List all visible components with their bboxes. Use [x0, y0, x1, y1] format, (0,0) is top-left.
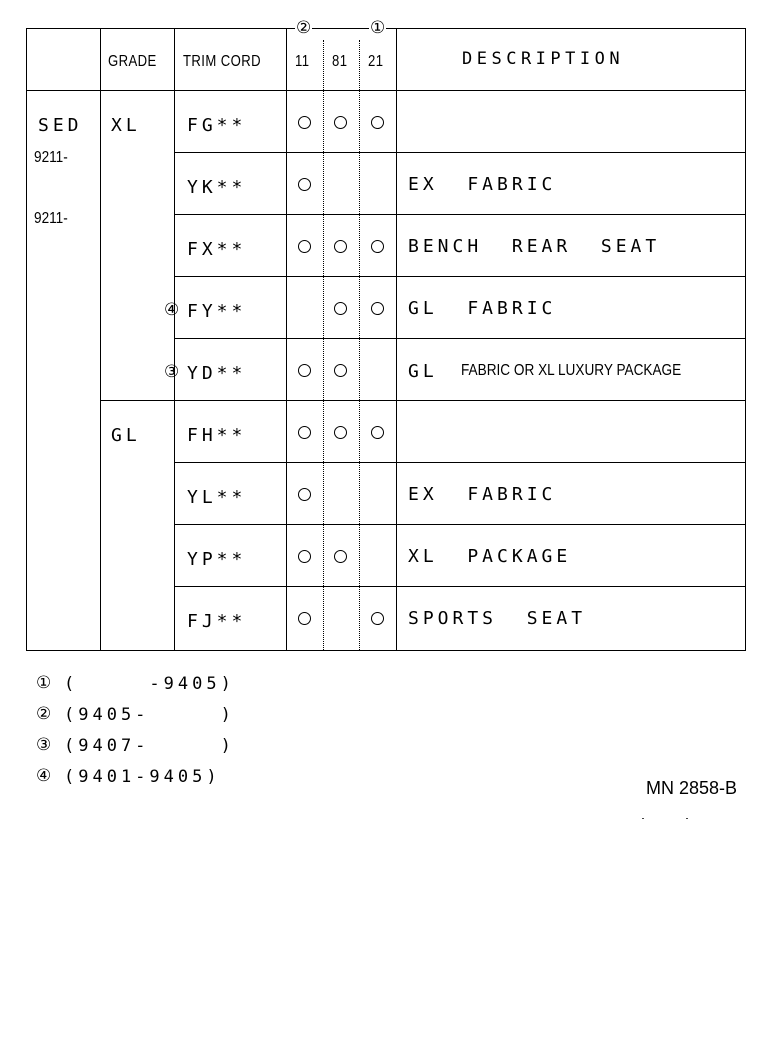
availability-mark — [298, 426, 311, 439]
trim-code: YP** — [187, 549, 247, 570]
row-description: EX FABRIC — [408, 174, 557, 195]
header-code-11: 11 — [295, 53, 310, 70]
trim-code: FH** — [187, 425, 247, 446]
header-note-11: ② — [295, 18, 313, 38]
footnote-text: (9407- ) — [64, 736, 235, 756]
code-column-dotted-divider — [359, 40, 360, 650]
row-divider — [175, 524, 746, 525]
table-left-border — [26, 28, 27, 650]
reference-code: MN 2858-B — [646, 778, 738, 798]
scan-speck — [642, 818, 644, 819]
row-note-marker: ④ — [164, 300, 180, 320]
availability-mark — [371, 240, 384, 253]
trim-code: FY** — [187, 301, 247, 322]
description-column-border — [396, 28, 397, 650]
body-type-label: SED — [38, 115, 83, 136]
availability-mark — [334, 116, 347, 129]
row-description: BENCH REAR SEAT — [408, 236, 661, 257]
availability-mark — [298, 550, 311, 563]
code-column-border — [286, 28, 287, 650]
availability-mark — [298, 488, 311, 501]
grade-gl: GL — [111, 425, 141, 446]
footnote-number: ① — [36, 673, 52, 693]
trim-code: FG** — [187, 115, 247, 136]
trim-code: YL** — [187, 487, 247, 508]
footnote-number: ④ — [36, 766, 52, 786]
body-type-date: 9211- — [34, 210, 68, 227]
availability-mark — [371, 116, 384, 129]
availability-mark — [298, 178, 311, 191]
availability-mark — [334, 426, 347, 439]
row-description: GL FABRIC — [408, 298, 557, 319]
availability-mark — [298, 364, 311, 377]
availability-mark — [371, 426, 384, 439]
header-code-21: 21 — [368, 53, 384, 70]
trim-code: YD** — [187, 363, 247, 384]
table-right-border — [745, 28, 746, 650]
row-divider — [175, 214, 746, 215]
row-divider — [175, 152, 746, 153]
availability-mark — [298, 116, 311, 129]
header-grade: GRADE — [108, 53, 157, 70]
availability-mark — [298, 240, 311, 253]
row-note-marker: ③ — [164, 362, 180, 382]
footnote-number: ② — [36, 704, 52, 724]
row-description-prefix: GL — [408, 361, 438, 382]
header-code-81: 81 — [332, 53, 348, 70]
grade-column-border — [100, 28, 101, 650]
footnote-text: (9401-9405) — [64, 767, 221, 787]
row-description: EX FABRIC — [408, 484, 557, 505]
code-column-dotted-divider — [323, 40, 324, 650]
header-description: DESCRIPTION — [462, 49, 625, 69]
trim-code: FX** — [187, 239, 247, 260]
footnote-number: ③ — [36, 735, 52, 755]
header-trim-cord: TRIM CORD — [183, 53, 262, 70]
availability-mark — [334, 550, 347, 563]
header-note-21: ① — [369, 18, 387, 38]
footnote-text: ( -9405) — [64, 674, 235, 694]
trim-code: YK** — [187, 177, 247, 198]
header-bottom-border — [26, 90, 746, 91]
trim-column-border — [174, 28, 175, 650]
row-divider — [175, 462, 746, 463]
grade-divider — [101, 400, 746, 401]
row-description: FABRIC OR XL LUXURY PACKAGE — [461, 362, 682, 379]
availability-mark — [298, 612, 311, 625]
row-divider — [175, 338, 746, 339]
grade-xl: XL — [111, 115, 141, 136]
availability-mark — [371, 612, 384, 625]
trim-code: FJ** — [187, 611, 247, 632]
availability-mark — [371, 302, 384, 315]
row-description: SPORTS SEAT — [408, 608, 587, 629]
scan-speck — [686, 818, 688, 819]
availability-mark — [334, 302, 347, 315]
body-type-date: 9211- — [34, 149, 68, 166]
row-divider — [175, 276, 746, 277]
availability-mark — [334, 364, 347, 377]
footnote-text: (9405- ) — [64, 705, 235, 725]
table-bottom-border — [26, 650, 746, 651]
row-divider — [175, 586, 746, 587]
row-description: XL PACKAGE — [408, 546, 572, 567]
availability-mark — [334, 240, 347, 253]
